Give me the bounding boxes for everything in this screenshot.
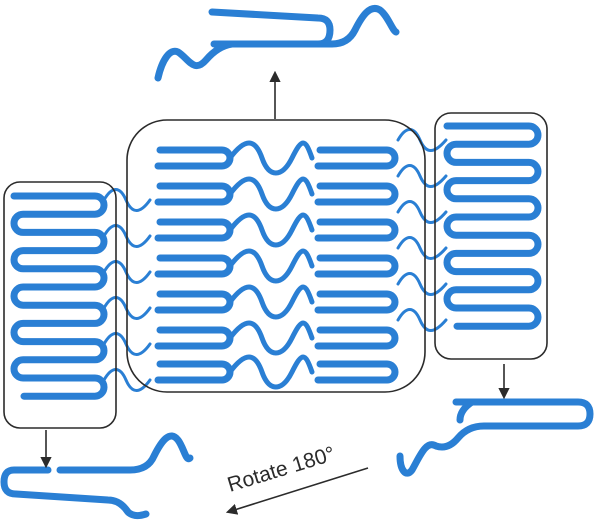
right-connector-wave bbox=[396, 200, 448, 224]
right-connector-wave bbox=[396, 272, 448, 296]
middle-section bbox=[154, 140, 399, 390]
left-connector-wave bbox=[102, 368, 152, 392]
middle-hairpin bbox=[314, 290, 399, 314]
left-connector-wave bbox=[102, 332, 152, 356]
right-connector-wave bbox=[396, 308, 448, 332]
middle-hairpin bbox=[154, 218, 234, 242]
middle-hairpin bbox=[154, 360, 234, 384]
right-connector-wave bbox=[396, 164, 448, 188]
bottom-left-extracted-strut bbox=[0, 432, 194, 520]
middle-wave bbox=[227, 212, 315, 248]
middle-hairpin bbox=[314, 360, 399, 384]
middle-wave bbox=[227, 248, 315, 284]
middle-wave bbox=[227, 176, 315, 212]
middle-hairpin bbox=[314, 218, 399, 242]
middle-hairpin bbox=[154, 290, 234, 314]
middle-wave bbox=[227, 320, 315, 356]
middle-hairpin bbox=[314, 254, 399, 278]
left-frame bbox=[3, 181, 117, 429]
middle-hairpin bbox=[314, 182, 399, 206]
left-connector-wave bbox=[102, 224, 152, 248]
right-connector-wave bbox=[396, 128, 448, 152]
right-frame bbox=[434, 112, 548, 360]
middle-hairpin bbox=[314, 146, 399, 170]
middle-wave bbox=[227, 140, 315, 176]
left-serpentine-wire bbox=[10, 192, 108, 400]
middle-wave bbox=[227, 354, 315, 390]
right-serpentine-wire bbox=[443, 122, 542, 330]
left-connector-wave bbox=[102, 260, 152, 284]
middle-hairpin bbox=[154, 146, 234, 170]
top-extracted-strut bbox=[154, 5, 400, 82]
left-end-ring bbox=[10, 192, 108, 400]
middle-hairpin bbox=[314, 326, 399, 350]
right-end-ring bbox=[443, 122, 542, 330]
right-connector-wave bbox=[396, 236, 448, 260]
left-connector-wave bbox=[102, 296, 152, 320]
rotate-arrow bbox=[225, 467, 369, 515]
middle-hairpin bbox=[154, 182, 234, 206]
middle-wave bbox=[227, 284, 315, 320]
middle-hairpin bbox=[154, 326, 234, 350]
bottom-right-extracted-strut bbox=[396, 398, 594, 477]
strut-connectors bbox=[102, 128, 448, 392]
middle-hairpin bbox=[154, 254, 234, 278]
left-connector-wave bbox=[102, 188, 152, 212]
middle-frame bbox=[126, 119, 426, 393]
rotate-label: Rotate 180° bbox=[225, 442, 338, 496]
